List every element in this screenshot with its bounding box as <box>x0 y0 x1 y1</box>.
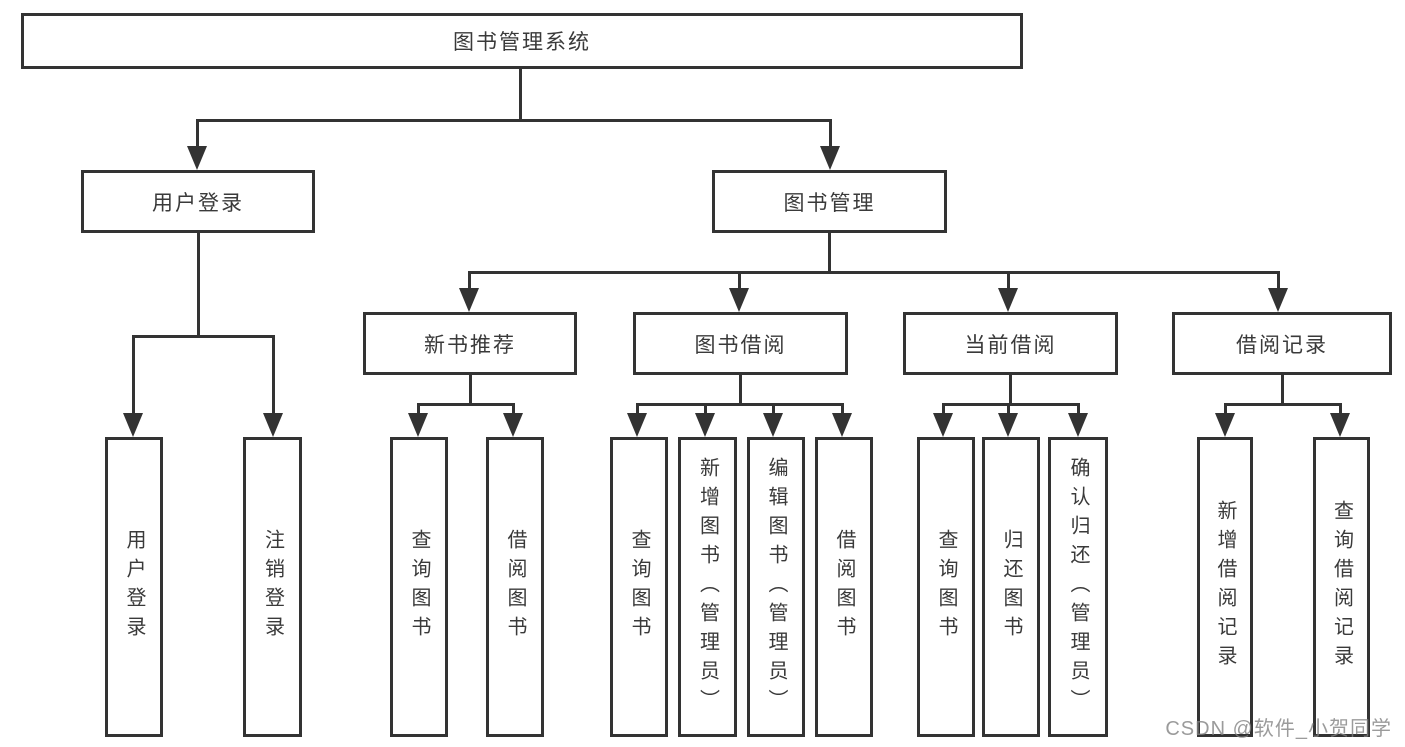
node-leaf-query-borrow-record: 查询借阅记录 <box>1313 437 1370 737</box>
connector-hline <box>197 119 831 122</box>
node-book-management: 图书管理 <box>712 170 947 233</box>
connector-hline <box>132 335 275 338</box>
node-leaf-confirm-return-admin: 确认归还（管理员） <box>1048 437 1108 737</box>
node-label: 用户登录 <box>123 529 145 645</box>
node-label: 新增借阅记录 <box>1214 500 1236 674</box>
node-leaf-logout: 注销登录 <box>243 437 302 737</box>
node-book-borrowing: 图书借阅 <box>633 312 848 375</box>
connector-vline <box>196 119 199 146</box>
arrow-down-icon <box>408 413 428 437</box>
connector-vline <box>772 403 775 413</box>
node-label: 借阅图书 <box>833 529 855 645</box>
arrow-down-icon <box>1268 288 1288 312</box>
arrow-down-icon <box>263 413 283 437</box>
connector-vline <box>739 375 742 405</box>
node-user-login: 用户登录 <box>81 170 315 233</box>
node-label: 借阅记录 <box>1236 333 1328 357</box>
connector-hline <box>468 271 1280 274</box>
node-leaf-add-borrow-record: 新增借阅记录 <box>1197 437 1253 737</box>
connector-vline <box>1077 403 1080 413</box>
arrow-down-icon <box>1215 413 1235 437</box>
arrow-down-icon <box>123 413 143 437</box>
node-label: 新书推荐 <box>424 333 516 357</box>
connector-vline <box>841 403 844 413</box>
node-label: 编辑图书（管理员） <box>765 456 787 718</box>
node-label: 用户登录 <box>152 191 244 215</box>
csdn-watermark: CSDN @软件_小贺同学 <box>1165 718 1392 740</box>
node-label: 图书管理 <box>783 191 876 215</box>
connector-vline <box>1007 271 1010 288</box>
node-borrowing-records: 借阅记录 <box>1172 312 1392 375</box>
node-label: 查询借阅记录 <box>1330 500 1353 674</box>
arrow-down-icon <box>503 413 523 437</box>
arrow-down-icon <box>832 413 852 437</box>
arrow-down-icon <box>187 146 207 170</box>
node-leaf-query-books-2: 查询图书 <box>610 437 668 737</box>
arrow-down-icon <box>763 413 783 437</box>
node-leaf-query-books-3: 查询图书 <box>917 437 975 737</box>
connector-vline <box>272 335 275 413</box>
node-label: 归还图书 <box>1000 529 1022 645</box>
arrow-down-icon <box>998 288 1018 312</box>
node-label: 查询图书 <box>935 529 957 645</box>
connector-hline <box>1224 403 1342 406</box>
connector-vline <box>1277 271 1280 288</box>
connector-vline <box>512 403 515 413</box>
node-leaf-user-login: 用户登录 <box>105 437 163 737</box>
connector-vline <box>417 403 420 413</box>
connector-vline <box>942 403 945 413</box>
connector-vline <box>197 233 200 337</box>
node-leaf-query-books-1: 查询图书 <box>390 437 448 737</box>
connector-vline <box>738 271 741 288</box>
node-current-borrowing: 当前借阅 <box>903 312 1118 375</box>
node-leaf-borrow-books-2: 借阅图书 <box>815 437 873 737</box>
connector-vline <box>1007 403 1010 413</box>
node-label: 图书管理系统 <box>453 31 591 54</box>
node-label: 借阅图书 <box>504 529 526 645</box>
node-leaf-return-book: 归还图书 <box>982 437 1040 737</box>
node-label: 图书借阅 <box>694 333 787 357</box>
arrow-down-icon <box>933 413 953 437</box>
connector-vline <box>828 233 831 273</box>
connector-vline <box>468 271 471 288</box>
node-leaf-edit-book-admin: 编辑图书（管理员） <box>747 437 805 737</box>
node-label: 查询图书 <box>408 529 430 645</box>
arrow-down-icon <box>627 413 647 437</box>
connector-vline <box>132 335 135 413</box>
connector-hline <box>636 403 844 406</box>
arrow-down-icon <box>1068 413 1088 437</box>
arrow-down-icon <box>1330 413 1350 437</box>
node-leaf-borrow-books-1: 借阅图书 <box>486 437 544 737</box>
connector-vline <box>829 119 832 146</box>
node-label: 当前借阅 <box>964 333 1057 357</box>
node-label: 新增图书（管理员） <box>696 456 719 718</box>
arrow-down-icon <box>459 288 479 312</box>
node-leaf-add-book-admin: 新增图书（管理员） <box>678 437 737 737</box>
connector-vline <box>1009 375 1012 405</box>
node-library-management-system: 图书管理系统 <box>21 13 1023 69</box>
connector-hline <box>942 403 1080 406</box>
connector-vline <box>636 403 639 413</box>
connector-vline <box>1224 403 1227 413</box>
arrow-down-icon <box>820 146 840 170</box>
connector-vline <box>469 375 472 405</box>
node-label: 注销登录 <box>261 529 284 645</box>
arrow-down-icon <box>729 288 749 312</box>
connector-vline <box>519 69 522 120</box>
arrow-down-icon <box>998 413 1018 437</box>
connector-vline <box>704 403 707 413</box>
connector-vline <box>1281 375 1284 405</box>
arrow-down-icon <box>695 413 715 437</box>
node-new-book-recommendation: 新书推荐 <box>363 312 577 375</box>
connector-hline <box>417 403 515 406</box>
node-label: 确认归还（管理员） <box>1067 456 1089 718</box>
node-label: 查询图书 <box>628 529 650 645</box>
connector-vline <box>1339 403 1342 413</box>
